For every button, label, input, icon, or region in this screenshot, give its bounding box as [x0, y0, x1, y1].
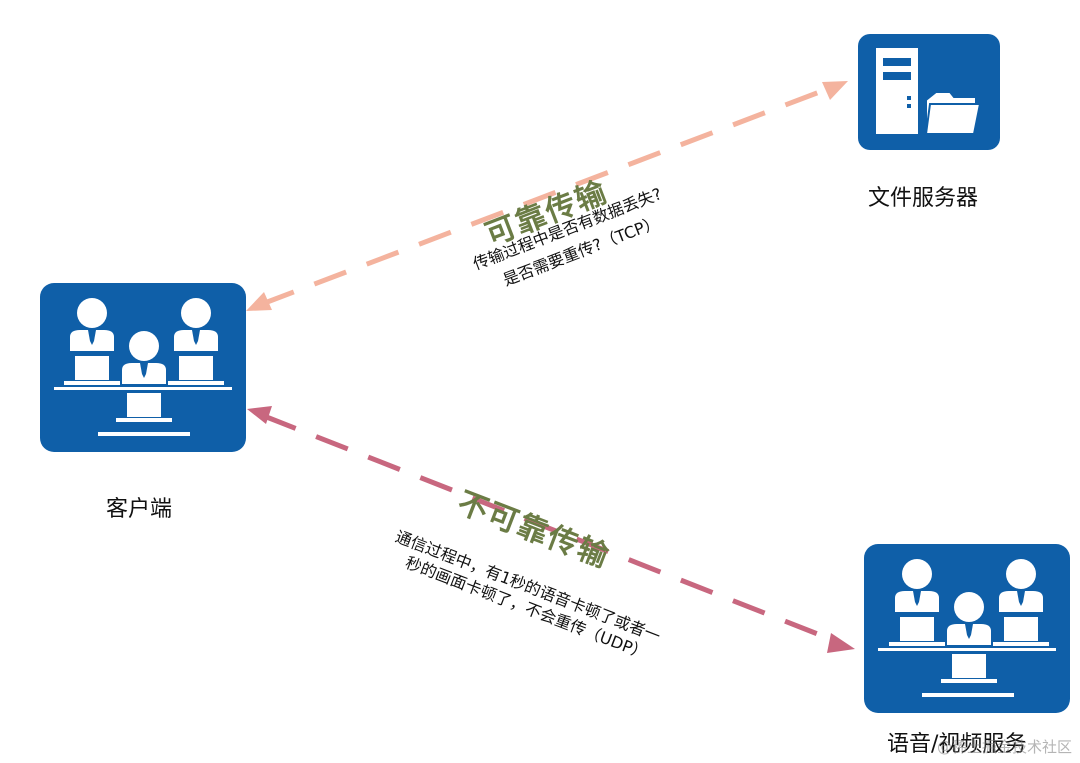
file-server-label: 文件服务器 [868, 186, 979, 211]
reliable-arrow [246, 81, 848, 311]
file-server-icon [876, 48, 982, 135]
watermark: @稀土掘金技术社区 [936, 738, 1072, 756]
unreliable-arrow [247, 406, 855, 653]
client-label: 客户端 [106, 497, 173, 522]
media-server-tile [864, 544, 1070, 713]
client-tile [40, 283, 246, 452]
media-server-label: 语音/视频服务 [887, 732, 1027, 757]
media-user-group-icon [878, 559, 1056, 697]
client-user-group-icon [54, 298, 232, 436]
file-server-tile [858, 34, 1000, 150]
